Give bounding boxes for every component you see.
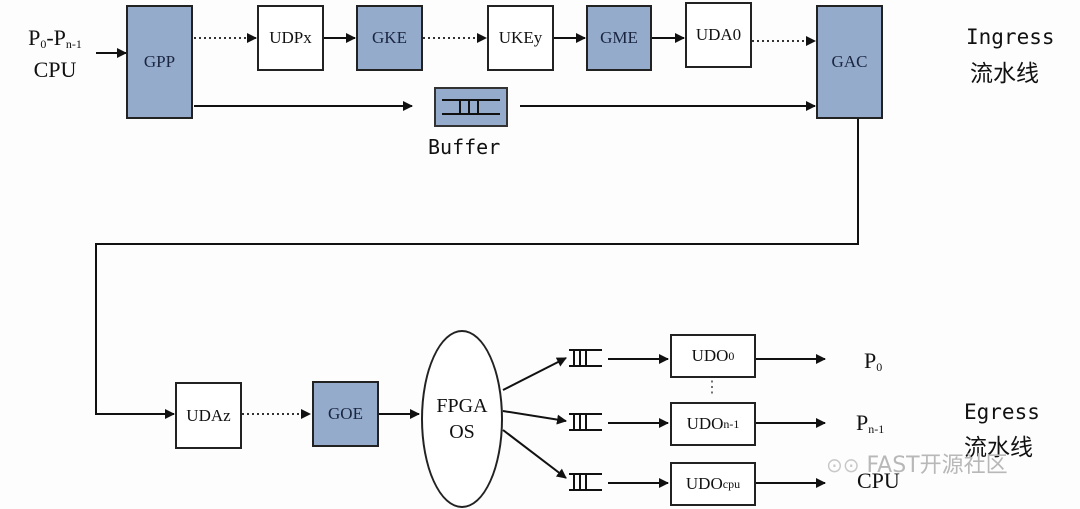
watermark-text: FAST开源社区 <box>866 453 1008 478</box>
port-p0-label: P0 <box>864 348 882 375</box>
module-udao: UDA0 <box>685 2 752 68</box>
port-pn-1-label: Pn-1 <box>856 410 884 437</box>
fpga-os-line2: OS <box>449 421 475 443</box>
port-pn-1-main: P <box>856 410 869 435</box>
ellipsis-vertical: ⋮ <box>704 377 720 396</box>
input-p-label: P <box>28 25 41 50</box>
watermark: ⊙⊙ FAST开源社区 <box>826 447 1008 479</box>
module-udpx: UDPx <box>257 5 324 71</box>
module-goe-label: GOE <box>328 404 363 423</box>
module-gpp-label: GPP <box>143 52 176 71</box>
egress-title-zh: 流水线 <box>964 435 1033 461</box>
buffer-block <box>434 87 508 127</box>
module-goe: GOE <box>312 381 379 447</box>
arrow-os-to-queue-1 <box>502 410 567 425</box>
udo-cpu-label: UDO <box>685 474 723 493</box>
udo-0-sub: 0 <box>728 348 735 363</box>
port-cpu-label: CPU <box>857 468 900 494</box>
fpga-os-line1: FPGA <box>436 395 488 417</box>
wechat-icon: ⊙⊙ <box>826 453 860 477</box>
port-cpu-main: CPU <box>857 468 900 493</box>
module-ukey-label: UKEy <box>498 28 543 47</box>
module-gke: GKE <box>356 5 423 71</box>
module-gke-label: GKE <box>372 28 407 47</box>
queue-icon-0 <box>569 349 602 367</box>
udo-cpu-sub: cpu <box>722 476 741 491</box>
ingress-input-label: P0-Pn-1 CPU <box>15 25 95 83</box>
udo-n-1-label: UDO <box>686 414 724 433</box>
module-gpp: GPP <box>126 5 193 119</box>
queue-icon-buffer <box>442 99 500 115</box>
egress-title-en: Egress <box>964 400 1040 424</box>
port-p0-main: P <box>864 348 877 373</box>
line-gac-to-udaz <box>95 119 859 419</box>
port-p0-sub: 0 <box>876 360 883 374</box>
port-pn-1-sub: n-1 <box>868 422 885 436</box>
queue-icon-cpu <box>569 473 602 491</box>
ingress-title-en: Ingress <box>966 25 1055 49</box>
ingress-title-zh: 流水线 <box>970 61 1039 87</box>
input-sub1: n-1 <box>65 37 82 51</box>
input-sub0: 0 <box>40 37 47 51</box>
module-gme-label: GME <box>600 28 638 47</box>
fpga-os-node: FPGA OS <box>421 330 503 508</box>
arrow-os-to-queue-cpu <box>502 429 567 479</box>
module-gac-label: GAC <box>831 52 868 71</box>
module-udaz: UDAz <box>175 382 242 449</box>
arrow-os-to-queue-0 <box>502 357 567 391</box>
module-gme: GME <box>586 5 652 71</box>
module-udaz-label: UDAz <box>186 405 231 425</box>
module-udao-label: UDA0 <box>695 25 742 44</box>
module-gac: GAC <box>816 5 883 119</box>
module-udpx-label: UDPx <box>269 28 312 47</box>
buffer-label: Buffer <box>428 135 501 159</box>
input-dash-p: -P <box>46 25 66 50</box>
udo-0-label: UDO <box>691 346 729 365</box>
module-ukey: UKEy <box>487 5 554 71</box>
udo-n-1-sub: n-1 <box>723 416 740 431</box>
input-cpu-label: CPU <box>33 57 77 82</box>
queue-icon-1 <box>569 413 602 431</box>
